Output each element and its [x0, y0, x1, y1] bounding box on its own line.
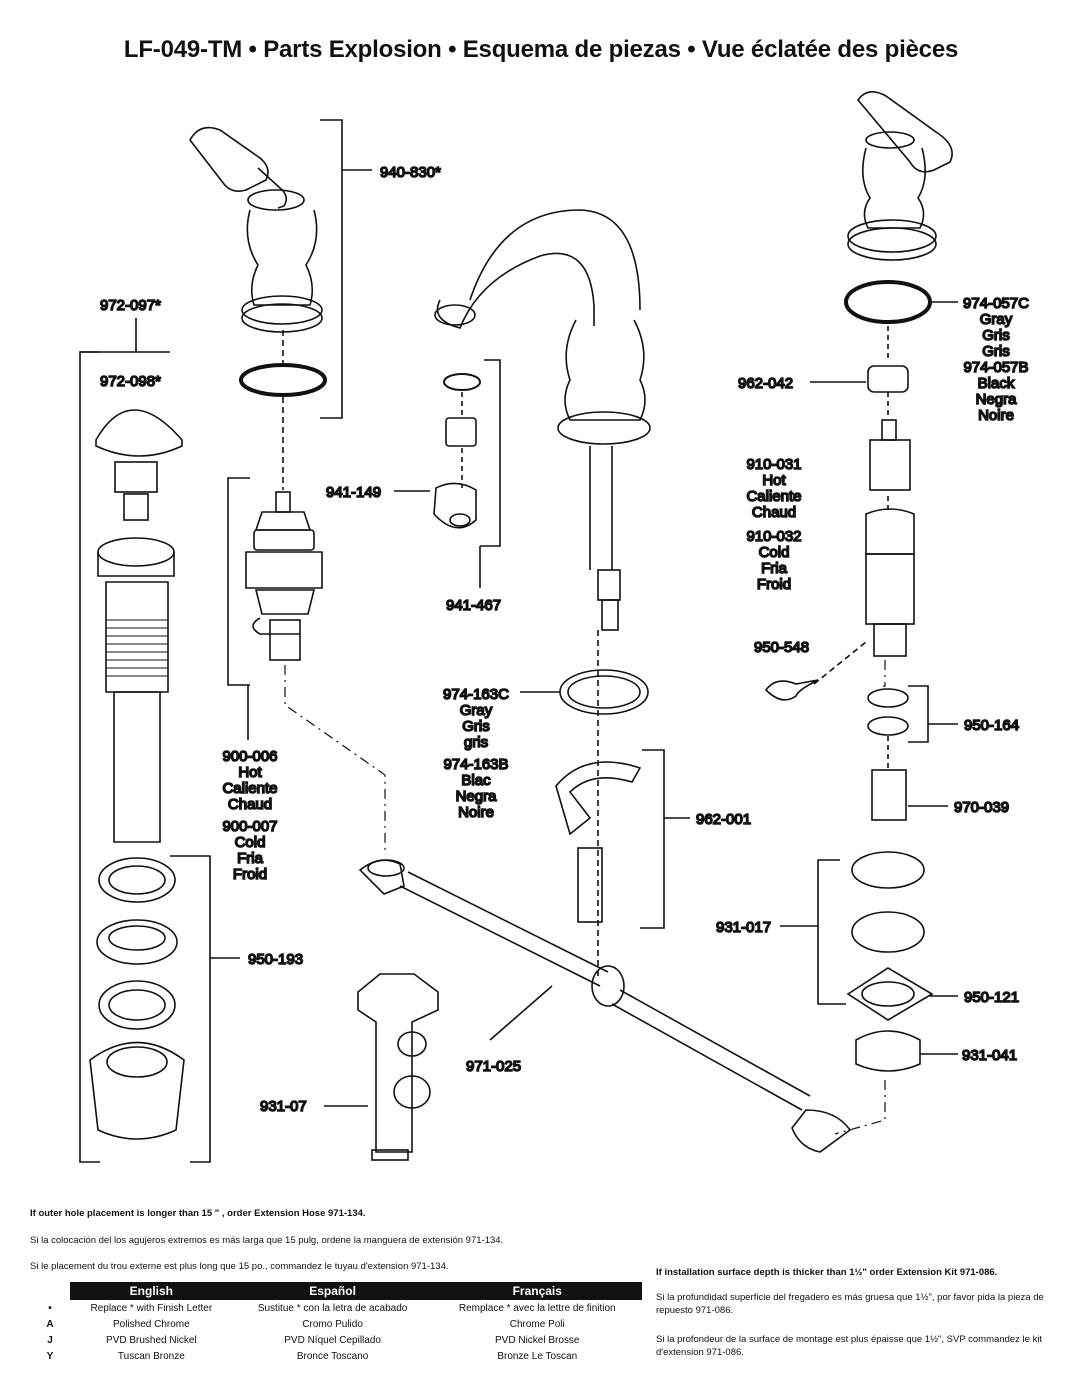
svg-text:Froid: Froid — [233, 866, 267, 883]
note-hose-english: If outer hole placement is longer than 1… — [30, 1208, 366, 1219]
label-950-164: 950-164 — [964, 717, 1019, 734]
label-910-032: 910-032 — [746, 528, 801, 545]
label-900-006: 900-006 — [222, 748, 277, 765]
note-hose-french: Si le placement du trou externe est plus… — [30, 1261, 449, 1272]
svg-text:Noire: Noire — [458, 804, 494, 821]
parts-explosion-diagram: 940-830* 972-097* 972-098* 941-149 941-4… — [79, 91, 1030, 1163]
svg-text:Gris: Gris — [982, 327, 1010, 344]
drain-drawing — [89, 409, 185, 1140]
label-940-830: 940-830* — [380, 164, 441, 181]
svg-text:Cold: Cold — [235, 834, 266, 851]
spout-drawing — [434, 209, 651, 631]
svg-text:Black: Black — [978, 375, 1015, 392]
left-handle-drawing — [189, 126, 327, 397]
label-974-057-group: 974-057C Gray Gris Gris 974-057B Black N… — [962, 294, 1030, 425]
svg-text:Gray: Gray — [980, 311, 1013, 328]
label-962-001: 962-001 — [696, 811, 751, 828]
header-english: English — [70, 1282, 233, 1300]
svg-text:Fria: Fria — [237, 850, 263, 867]
svg-text:Negra: Negra — [456, 788, 498, 805]
label-931-07: 931-07 — [260, 1098, 307, 1115]
label-972-097: 972-097* — [100, 297, 161, 314]
label-974-057C: 974-057C — [963, 295, 1029, 312]
table-row: J PVD Brushed Nickel PVD Níquel Cepillad… — [47, 1334, 580, 1346]
label-900-007: 900-007 — [222, 818, 277, 835]
svg-text:Caliente: Caliente — [222, 780, 277, 797]
left-valve-drawing — [245, 491, 323, 661]
label-950-548: 950-548 — [754, 639, 809, 656]
label-974-163B: 974-163B — [443, 756, 508, 773]
note-hose-spanish: Si la colocación del los agujeros extrem… — [30, 1235, 504, 1246]
svg-text:Negra: Negra — [976, 391, 1018, 408]
label-910-031: 910-031 — [746, 456, 801, 473]
svg-text:Froid: Froid — [757, 576, 791, 593]
table-row: A Polished Chrome Cromo Pulido Chrome Po… — [46, 1318, 565, 1330]
svg-text:gris: gris — [464, 734, 488, 751]
header-spanish: Español — [232, 1282, 433, 1300]
label-931-041: 931-041 — [962, 1047, 1017, 1064]
finish-table: English Español Français • Replace * wit… — [30, 1282, 642, 1364]
svg-text:Caliente: Caliente — [746, 488, 801, 505]
svg-text:Chaud: Chaud — [228, 796, 272, 813]
table-row: • Replace * with Finish Letter Sustitue … — [48, 1302, 616, 1314]
svg-text:Cold: Cold — [759, 544, 790, 561]
label-931-017: 931-017 — [716, 919, 771, 936]
svg-text:Gray: Gray — [460, 702, 493, 719]
header-french: Français — [432, 1282, 642, 1300]
label-910-group: 910-031 Hot Caliente Chaud 910-032 Cold … — [746, 455, 803, 594]
aerator-drawing — [433, 373, 481, 529]
svg-text:Gris: Gris — [982, 343, 1010, 360]
page-title: LF-049-TM • Parts Explosion • Esquema de… — [123, 36, 959, 63]
label-974-163C: 974-163C — [443, 686, 509, 703]
label-972-098: 972-098* — [100, 373, 161, 390]
label-970-039: 970-039 — [954, 799, 1009, 816]
label-962-042: 962-042 — [738, 375, 793, 392]
label-941-149: 941-149 — [326, 484, 381, 501]
valve-body-drawing — [357, 973, 439, 1161]
svg-text:Fria: Fria — [761, 560, 787, 577]
title-english: Parts Explosion — [263, 36, 442, 63]
svg-text:Hot: Hot — [238, 764, 262, 781]
label-971-025: 971-025 — [466, 1058, 521, 1075]
note-kit-english: If installation surface depth is thicker… — [656, 1267, 998, 1278]
svg-text:Hot: Hot — [762, 472, 786, 489]
label-974-057B: 974-057B — [963, 359, 1028, 376]
model-number: LF-049-TM — [123, 36, 243, 63]
label-941-467: 941-467 — [446, 597, 501, 614]
label-900-006-group: 900-006 Hot Caliente Chaud 900-007 Cold … — [222, 747, 279, 884]
hose-drawing — [358, 859, 852, 1153]
label-974-163-group: 974-163C Gray Gris gris 974-163B Blac Ne… — [442, 685, 510, 822]
label-950-121: 950-121 — [964, 989, 1019, 1006]
svg-text:Blac: Blac — [461, 772, 491, 789]
finish-table-header: English Español Français — [30, 1282, 642, 1300]
title-spanish: Esquema de piezas — [462, 36, 681, 63]
note-kit-french: Si la profondeur de la surface de montag… — [656, 1334, 1043, 1358]
svg-text:Noire: Noire — [978, 407, 1014, 424]
label-950-193: 950-193 — [248, 951, 303, 968]
note-kit-spanish: Si la profundidad superficie del fregade… — [656, 1292, 1044, 1316]
svg-text:Gris: Gris — [462, 718, 490, 735]
table-row: Y Tuscan Bronze Bronce Toscano Bronze Le… — [46, 1350, 578, 1362]
right-handle-drawing — [844, 91, 953, 1072]
svg-text:Chaud: Chaud — [752, 504, 796, 521]
title-french: Vue éclatée des pièces — [701, 36, 959, 63]
